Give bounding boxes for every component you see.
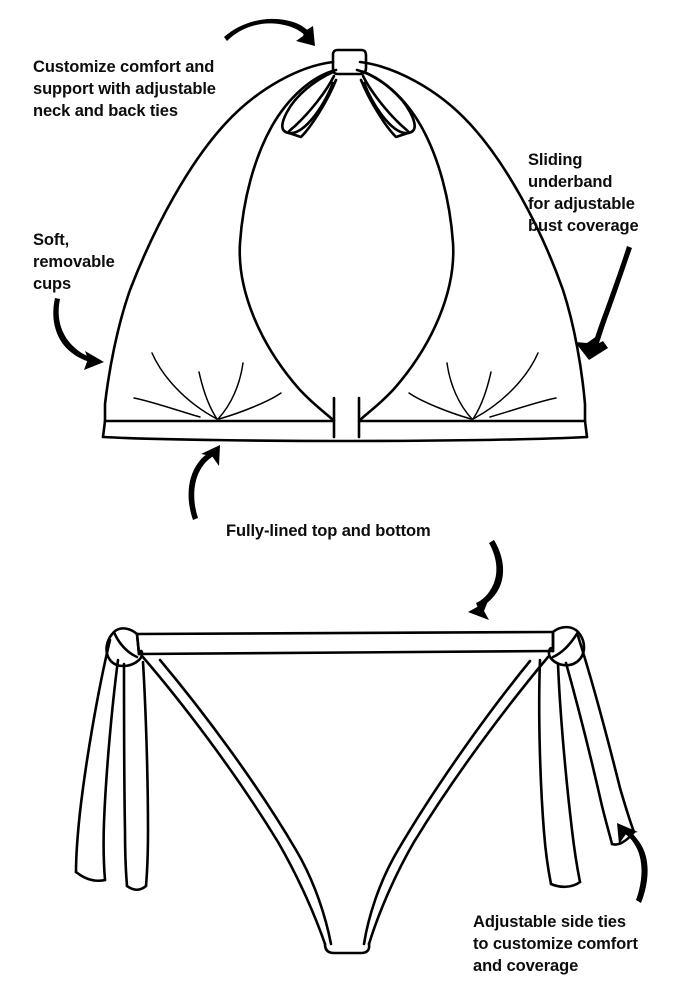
callout-label-underband: Sliding underband for adjustable bust co… (528, 151, 639, 235)
bikini-bottom-right-tail-a-inner (564, 661, 614, 846)
bikini-bottom-right-leg-opening (367, 655, 550, 946)
bikini-top-ruche-lines (133, 352, 557, 420)
arrow-side-ties-head (617, 823, 638, 844)
arrow-underband-head (575, 336, 597, 360)
halter-bow-right-tail (359, 74, 411, 139)
bikini-bottom-right-knot-fold (551, 630, 580, 659)
bikini-bottom-left-tail-a-inner (102, 658, 120, 882)
arrow-underband (591, 246, 632, 352)
arrow-fully-lined-down-head (468, 601, 489, 620)
ruche-line-left-1 (151, 352, 218, 420)
callout-label-cups: Soft, removable cups (33, 231, 115, 293)
callout-label-fully-lined: Fully-lined top and bottom (226, 522, 431, 540)
arrow-fully-lined-up-head (201, 445, 220, 466)
bikini-top-right-outer-edge (358, 60, 587, 423)
ruche-line-left-3 (217, 362, 244, 420)
arrow-cups-head (84, 351, 104, 370)
bikini-top-underband-right-end (583, 419, 589, 439)
callout-arrows (53, 18, 648, 903)
arrow-fully-lined-down (476, 540, 504, 608)
ruche-line-left-4 (218, 392, 282, 420)
bikini-bottom-left-knot-fold (112, 630, 139, 659)
bikini-bottom-left-leg-inner (158, 658, 333, 946)
bikini-top-underband-bottom (101, 435, 589, 443)
bikini-bottom-left-leg-opening (140, 654, 327, 946)
ruche-line-right-2 (472, 371, 492, 420)
bikini-bottom-right-tail-b-inner (537, 658, 553, 886)
bikini-bottom-waistband-top (135, 630, 555, 636)
bikini-top-underband-left-end (101, 419, 107, 439)
bikini-bottom-left-knot (105, 627, 144, 668)
bikini-top-left-outer-edge (103, 60, 335, 423)
bikini-bottom-right-leg-inner (362, 659, 532, 946)
bikini-bottom-left-tail-a-end (74, 870, 107, 883)
halter-bow-knot (331, 48, 368, 76)
arrow-neck-ties-head (296, 26, 315, 46)
arrow-cups (53, 298, 95, 363)
bikini-bottom-waistband-bottom (137, 649, 555, 656)
ruche-line-right-1 (472, 352, 539, 420)
ruche-line-left-2 (198, 371, 218, 420)
ruche-line-left-5 (133, 397, 201, 418)
bikini-bottom-left-tail-b-end (125, 884, 148, 892)
bikini-bottom-left-tail-b-outer (122, 662, 129, 888)
callout-label-side-ties: Adjustable side ties to customize comfor… (473, 913, 638, 975)
bikini-bottom-left-tail-b-inner (141, 660, 150, 888)
ruche-line-right-4 (408, 392, 472, 420)
bikini-bottom-right-knot (547, 625, 586, 667)
bikini-bottom-left-tail-a-outer (74, 638, 112, 874)
arrow-underband-head-2 (589, 341, 608, 360)
arrow-neck-ties (224, 18, 311, 41)
halter-bow-right-loop (362, 70, 416, 135)
bikini-bottom-gusset (323, 942, 371, 955)
ruche-line-right-3 (446, 362, 473, 420)
bikini-bottom-group (74, 625, 636, 955)
bikini-top-right-neckline (355, 68, 455, 422)
halter-bow-left-tail (286, 74, 338, 139)
ruche-line-right-5 (489, 397, 557, 418)
bikini-bottom-right-tail-b-outer (556, 662, 582, 884)
arrow-side-ties (621, 827, 648, 903)
bikini-bottom-right-tail-b-end (549, 880, 582, 889)
bikini-top-group (101, 48, 589, 443)
callout-label-neck-ties: Customize comfort and support with adjus… (33, 58, 216, 120)
halter-bow-left-loop (281, 70, 335, 135)
bikini-bottom-right-tail-a-outer (576, 634, 636, 834)
arrow-fully-lined-up (188, 450, 216, 520)
bikini-top-left-neckline (238, 68, 338, 422)
